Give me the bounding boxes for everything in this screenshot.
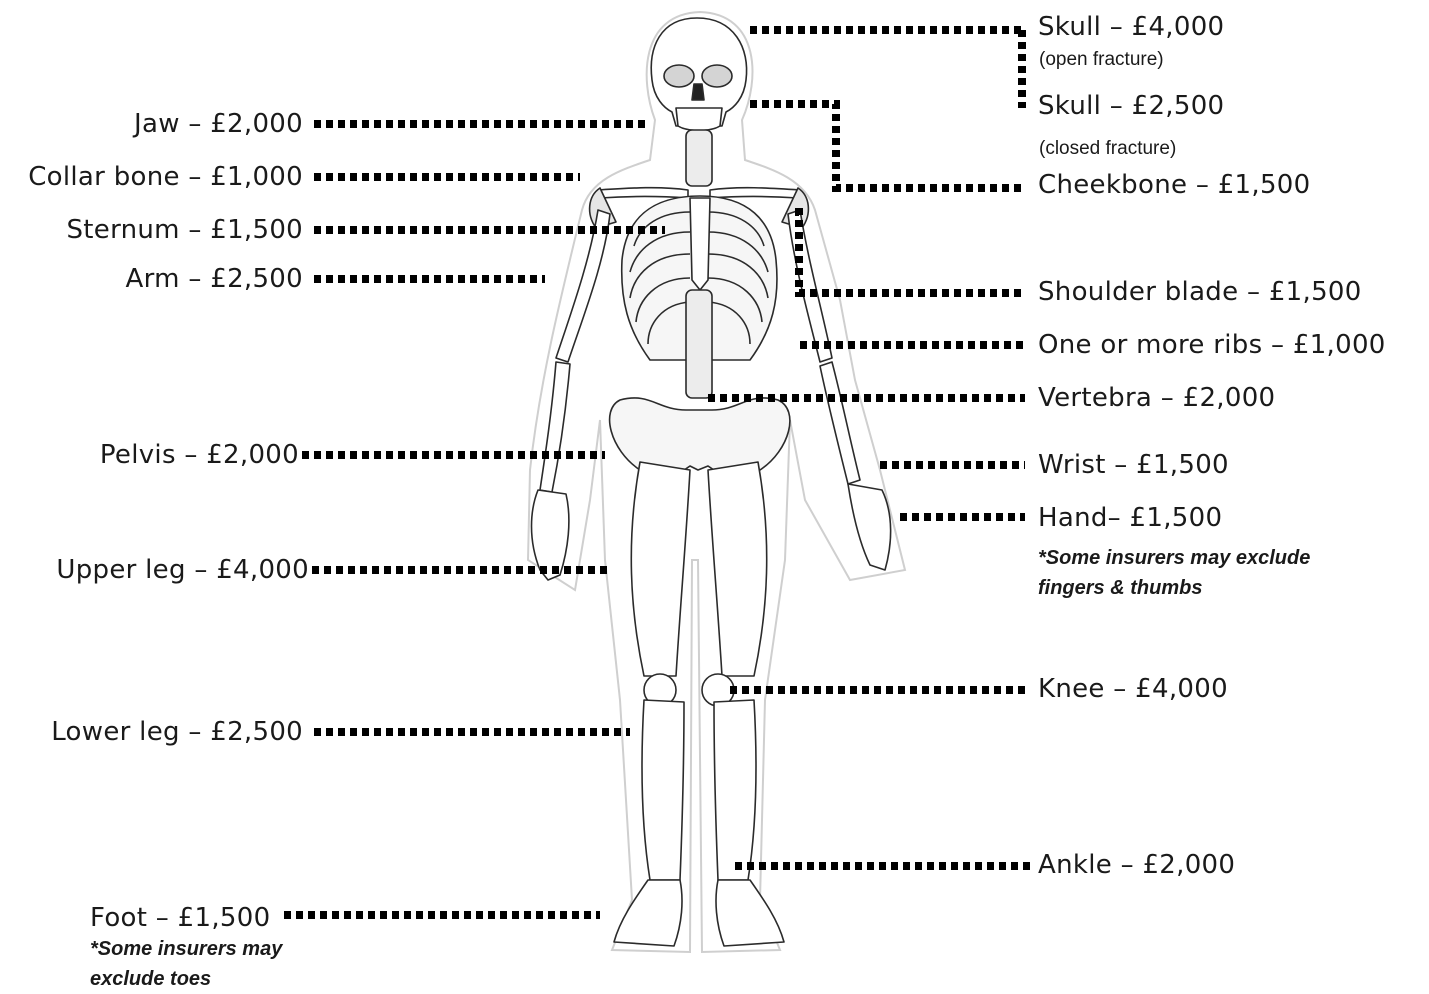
label-skull-closed: Skull – £2,500: [1038, 93, 1224, 119]
label-lower-leg: Lower leg – £2,500: [51, 719, 303, 745]
label-sternum: Sternum – £1,500: [66, 217, 303, 243]
label-skull-open: Skull – £4,000: [1038, 14, 1224, 40]
label-collar-bone: Collar bone – £1,000: [28, 164, 303, 190]
label-wrist: Wrist – £1,500: [1038, 452, 1229, 478]
label-upper-leg: Upper leg – £4,000: [56, 557, 309, 583]
label-knee: Knee – £4,000: [1038, 676, 1228, 702]
label-cheekbone: Cheekbone – £1,500: [1038, 172, 1310, 198]
note-foot-line-1: *Some insurers may: [90, 934, 282, 964]
label-vertebra: Vertebra – £2,000: [1038, 385, 1275, 411]
sublabel-skull-open: (open fracture): [1039, 50, 1164, 69]
note-foot-line-2: exclude toes: [90, 964, 282, 994]
label-foot: Foot – £1,500: [90, 905, 270, 931]
note-hand-line-1: *Some insurers may exclude: [1038, 543, 1310, 573]
leader-cheekbone: [750, 104, 1025, 188]
note-hand-line-2: fingers & thumbs: [1038, 573, 1310, 603]
label-ribs: One or more ribs – £1,000: [1038, 332, 1386, 358]
note-foot: *Some insurers may exclude toes: [90, 934, 282, 994]
note-hand: *Some insurers may exclude fingers & thu…: [1038, 543, 1310, 603]
label-pelvis: Pelvis – £2,000: [100, 442, 299, 468]
label-hand: Hand– £1,500: [1038, 505, 1222, 531]
label-shoulder-blade: Shoulder blade – £1,500: [1038, 279, 1362, 305]
sublabel-skull-closed: (closed fracture): [1039, 139, 1176, 158]
leader-shoulder-blade: [795, 212, 1025, 293]
label-jaw: Jaw – £2,000: [134, 111, 303, 137]
label-arm: Arm – £2,500: [126, 266, 303, 292]
label-ankle: Ankle – £2,000: [1038, 852, 1235, 878]
